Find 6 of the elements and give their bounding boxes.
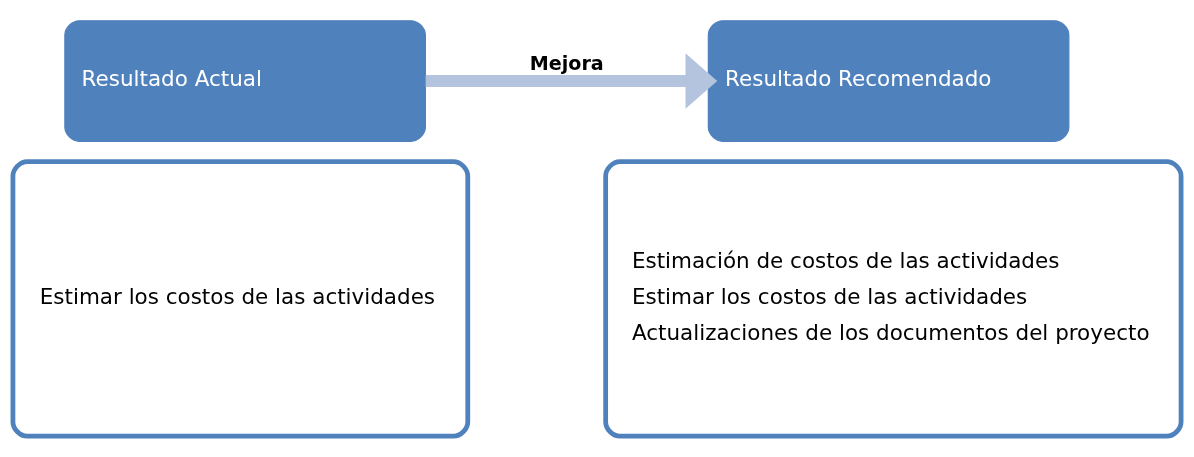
node-box: Estimación de costos de las actividades Estimar los costos de las actividades Actualizaciones de los documentos del proyecto <box>603 159 1184 439</box>
node-box: Estimar los costos de las actividades <box>10 159 471 439</box>
arrow <box>425 53 718 109</box>
node-box: Resultado Actual <box>64 20 426 142</box>
node-box: Resultado Recomendado <box>707 20 1070 142</box>
edge-label: Mejora <box>529 52 604 76</box>
